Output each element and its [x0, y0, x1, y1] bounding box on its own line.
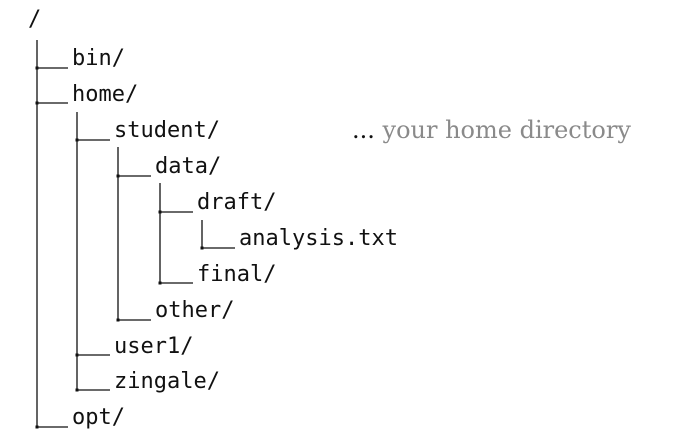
junction-dot [75, 138, 79, 142]
junction-dot [158, 281, 162, 285]
node-opt: opt/ [72, 405, 125, 430]
node-home: home/ [72, 82, 139, 107]
node-student: student/ [114, 118, 220, 143]
node-zingale: zingale/ [114, 369, 220, 394]
annotation-text: your home directory [382, 116, 631, 144]
node-other: other/ [155, 298, 235, 323]
junction-dot [200, 246, 204, 250]
junction-dot [35, 425, 39, 429]
node-data: data/ [155, 154, 222, 179]
node-final: final/ [197, 262, 277, 287]
junction-dot [35, 101, 39, 105]
node-user1: user1/ [114, 334, 194, 359]
node-bin: bin/ [72, 46, 125, 71]
annotation-dots: ... [352, 116, 375, 144]
junction-dot [75, 388, 79, 392]
junction-dot [35, 66, 39, 70]
junction-dot [75, 353, 79, 357]
junction-dot [116, 174, 120, 178]
node-analysis: analysis.txt [239, 226, 398, 251]
junction-dot [158, 210, 162, 214]
home-directory-annotation: ... your home directory [352, 118, 631, 142]
junction-dot [116, 318, 120, 322]
node-draft: draft/ [197, 190, 277, 215]
root-label: / [28, 7, 42, 32]
